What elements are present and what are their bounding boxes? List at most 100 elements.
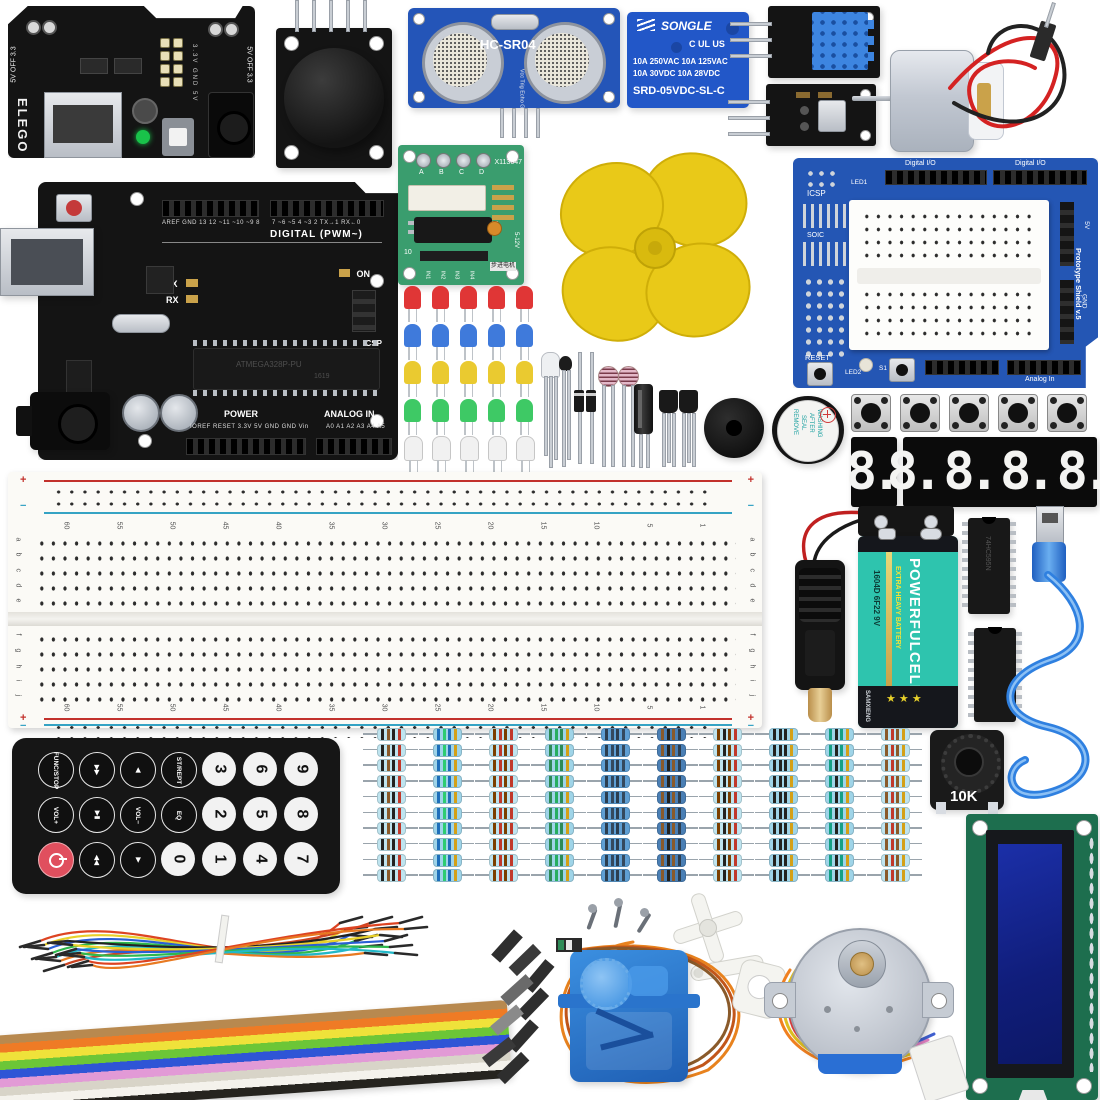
bb-label: 35: [327, 521, 335, 530]
driver-led: [416, 153, 431, 168]
resistor: [531, 806, 586, 820]
bb-label: 25: [433, 703, 441, 712]
resistor: [755, 759, 810, 773]
resistor: [867, 759, 922, 773]
driver-led: [436, 153, 451, 168]
resistor: [531, 869, 586, 883]
servo-motor: [558, 950, 700, 1082]
battery-maker: SAMXIENG: [864, 690, 870, 723]
remote-button-label: ▶▶: [93, 765, 100, 775]
remote-button-label: ST/REPT: [175, 756, 183, 784]
digital-pin-labels-right: 7 ~6 ~5 4 ~3 2 TX→1 RX←0: [272, 220, 361, 226]
on-led-label: ON: [356, 269, 371, 279]
capacitor: [160, 394, 198, 432]
jumper-block: [80, 58, 108, 74]
motor-body: [890, 50, 974, 152]
resistor: [419, 853, 474, 867]
led-blue: [460, 323, 477, 360]
reset-button: [56, 194, 92, 222]
digital-header-left: [162, 200, 259, 217]
tactile-button-row: [851, 394, 1091, 432]
resistor: [475, 822, 530, 836]
lcd-screen: [998, 844, 1062, 1064]
bb-label: 15: [539, 703, 547, 712]
resistor: [643, 728, 698, 741]
resistor-assortment: [363, 728, 923, 890]
resistor: [419, 775, 474, 789]
resistor: [755, 837, 810, 851]
power-module-label-right: 5V OFF 3.3: [245, 46, 253, 83]
capacitor: [122, 394, 160, 432]
relay-module: SONGLE C UL US 10A 250VAC 10A 125VAC 10A…: [627, 12, 749, 108]
remote-button: ST/REPT: [161, 752, 197, 788]
ultrasonic-sensor: HC-SR04 T R Vcc Trig Echo Gnd: [408, 8, 620, 114]
resistor: [643, 790, 698, 804]
driver-pin-label: IN3: [453, 270, 460, 280]
resistor: [755, 728, 810, 741]
rail-red-line: [44, 480, 732, 482]
bb-label: 1: [698, 523, 706, 528]
resistor: [867, 837, 922, 851]
resistor: [363, 853, 418, 867]
remote-button-label: 2: [211, 809, 228, 819]
power-module-brand: ELEGO: [15, 98, 30, 154]
resistor: [643, 853, 698, 867]
remote-button: FUNC/STOP: [38, 751, 74, 789]
shield-analog-in: Analog In: [1025, 376, 1055, 383]
bb-label: 20: [486, 521, 494, 530]
resistor: [475, 743, 530, 757]
fan-propeller: [559, 152, 751, 342]
sensor-element: [818, 100, 846, 132]
power-led: [136, 130, 150, 144]
ultrasonic-model: HC-SR04: [480, 37, 536, 52]
bb-label: 10: [592, 521, 600, 530]
remote-button-label: 7: [293, 854, 310, 864]
ultrasonic-r-mark: R: [604, 91, 612, 102]
shield-header-top-left: [885, 170, 987, 185]
resistor: [867, 775, 922, 789]
pot-value: 10K: [950, 788, 978, 805]
resistor: [699, 853, 754, 867]
led-white: [460, 436, 479, 473]
atmega-chip: ATMEGA328P-PU 1619: [193, 348, 380, 390]
resistor: [867, 790, 922, 804]
usb-cable: [1006, 571, 1090, 799]
voltage-regulator: [66, 360, 92, 396]
digital-header-right: [270, 200, 384, 217]
shield-name: Prototype Shield v.5: [1074, 248, 1083, 320]
motor-shaft: [852, 96, 894, 101]
transistor: [659, 390, 678, 413]
shield-5v-label: 5V: [1083, 221, 1091, 230]
analog-label: ANALOG IN: [324, 409, 375, 419]
shield-digital-io-left: Digital I/O: [905, 160, 936, 167]
resistor: [587, 759, 642, 773]
servo-gear: [580, 958, 632, 1010]
resistor: [419, 790, 474, 804]
servo-horn-cross: [671, 891, 745, 965]
lcd1602-display: [966, 814, 1098, 1100]
resistor: [643, 759, 698, 773]
resistor: [811, 743, 866, 757]
led-blue: [404, 323, 421, 360]
bb-label: b: [14, 552, 22, 557]
resistor: [755, 853, 810, 867]
remote-power-button: [38, 842, 74, 878]
bb-label: 15: [539, 521, 547, 530]
led-yellow: [404, 361, 421, 397]
button-plunger: [861, 403, 881, 423]
remote-button: ◀: [120, 752, 156, 788]
power-supply-module: 5V OFF 3.3 5V OFF 3.3 3.3V GND 5V ELEGO: [8, 6, 255, 158]
remote-button-label: FUNC/STOP: [52, 751, 60, 789]
bb-label: h: [14, 664, 22, 668]
power-label: POWER: [224, 409, 259, 419]
resistor: [811, 790, 866, 804]
stepper-mount-tab: [764, 982, 796, 1018]
bb-label: 55: [115, 521, 123, 530]
remote-button: 6: [243, 752, 277, 786]
resistor: [587, 743, 642, 757]
screw-terminal: [224, 22, 239, 37]
shield-led1: LED1: [851, 179, 868, 186]
